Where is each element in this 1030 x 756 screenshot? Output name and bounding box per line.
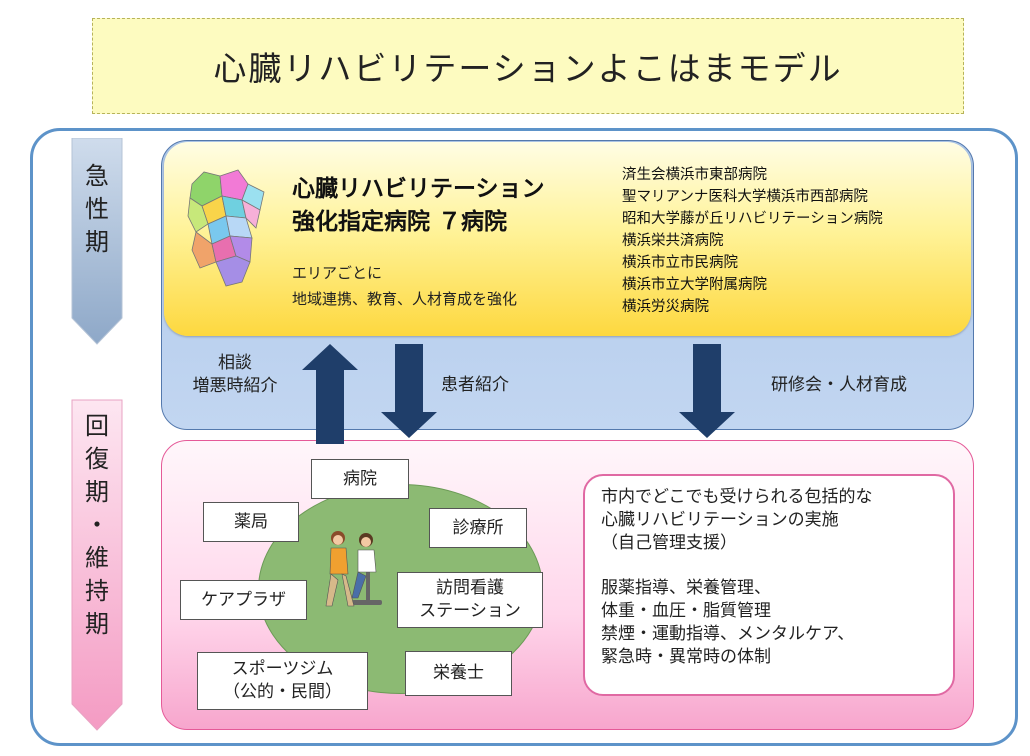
designated-hospitals-title: 心臓リハビリテーション 強化指定病院 ７病院	[292, 176, 545, 235]
recovery-phase-label: 回 復 期 ・ 維 持 期	[85, 412, 109, 638]
flow-arrows	[302, 344, 735, 444]
comprehensive-rehab-box: 市内でどこでも受けられる包括的な 心臓リハビリテーションの実施 （自己管理支援）…	[583, 474, 955, 696]
designated-hospitals-description: エリアごとに 地域連携、教育、人材育成を強化	[292, 264, 518, 308]
hospital-list-item: 聖マリアンナ医科大学横浜市西部病院	[622, 189, 868, 205]
acute-phase-label: 急 性 期	[85, 162, 109, 256]
training-label: 研修会・人材育成	[771, 375, 907, 395]
care-plaza-node: ケアプラザ	[180, 580, 307, 620]
recovery-phase-arrow	[71, 399, 123, 731]
phase-arrows	[71, 138, 123, 731]
hospital-node: 病院	[311, 459, 409, 499]
pharmacy-node: 薬局	[203, 502, 299, 542]
visiting-nurse-node: 訪問看護 ステーション	[397, 572, 543, 628]
hospital-list-item: 済生会横浜市東部病院	[622, 167, 767, 183]
comprehensive-rehab-details: 服薬指導、栄養管理、 体重・血圧・脂質管理 禁煙・運動指導、メンタルケア、 緊急…	[601, 578, 855, 667]
down-arrow-training	[679, 344, 735, 438]
acute-phase-arrow	[71, 138, 123, 345]
hospital-panel	[164, 142, 971, 336]
hospital-list-item: 昭和大学藤が丘リハビリテーション病院	[622, 211, 883, 227]
hospital-list-item: 横浜市立大学附属病院	[622, 277, 767, 293]
down-arrow	[381, 344, 437, 438]
referral-label: 患者紹介	[441, 375, 509, 395]
comprehensive-rehab-intro: 市内でどこでも受けられる包括的な 心臓リハビリテーションの実施 （自己管理支援）	[601, 487, 873, 553]
sports-gym-node: スポーツジム （公的・民間）	[197, 652, 368, 710]
consult-label: 相談 増悪時紹介	[192, 353, 278, 396]
hospital-list-item: 横浜栄共済病院	[622, 233, 724, 249]
exercise-people-icon	[325, 531, 382, 607]
hospital-list-item: 横浜労災病院	[622, 299, 709, 315]
dietitian-node: 栄養士	[405, 651, 512, 696]
hospital-list: 済生会横浜市東部病院 聖マリアンナ医科大学横浜市西部病院 昭和大学藤が丘リハビリ…	[622, 164, 883, 318]
up-arrow	[302, 344, 358, 444]
yokohama-map-icon	[187, 169, 265, 287]
diagram-title: 心臓リハビリテーションよこはまモデル	[92, 18, 964, 114]
hospital-list-item: 横浜市立市民病院	[622, 255, 738, 271]
clinic-node: 診療所	[429, 508, 527, 548]
